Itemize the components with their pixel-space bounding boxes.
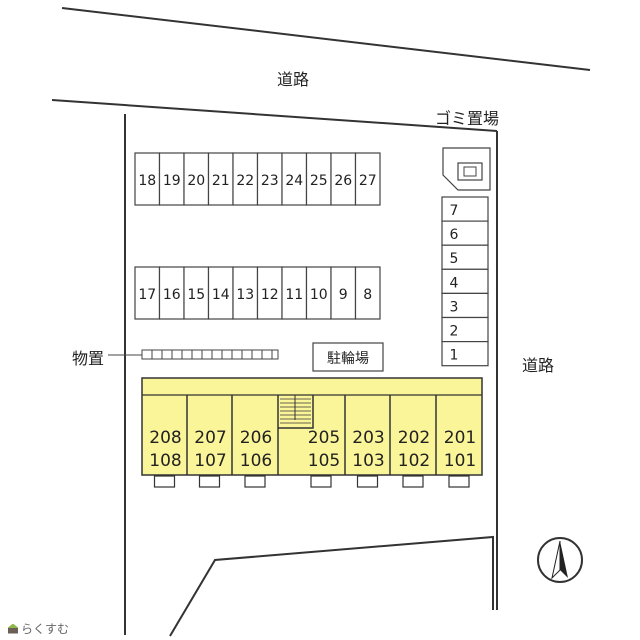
balcony (153, 475, 176, 488)
parking-space (441, 316, 489, 343)
north-arrow-icon (537, 537, 583, 583)
road-edge-top (61, 7, 591, 71)
parking-space-number: 10 (310, 287, 328, 303)
parking-space-number: 13 (236, 287, 254, 303)
brand-name: らくすむ (21, 622, 70, 636)
balcony (356, 475, 379, 488)
unit-number-lower: 102 (398, 451, 430, 471)
balcony (402, 475, 424, 488)
parking-space-number: 14 (212, 287, 230, 303)
parking-space (441, 244, 489, 270)
unit-number-upper: 206 (240, 428, 272, 448)
brand-logo: らくすむ (8, 620, 69, 637)
parking-space (330, 266, 357, 320)
parking-space (256, 266, 283, 320)
parking-row-top: 18 19 20 21 22 23 24 25 26 27 (134, 152, 381, 206)
parking-space (354, 152, 381, 206)
unit-number-upper: 208 (149, 428, 181, 448)
parking-space-number: 9 (339, 287, 348, 303)
parking-space-number: 2 (450, 324, 459, 340)
parking-space-number: 27 (359, 173, 377, 189)
parking-column-right: 7 6 5 4 3 2 1 (441, 196, 489, 367)
balcony (244, 475, 266, 488)
parking-space-number: 22 (236, 173, 254, 189)
parking-space-number: 25 (310, 173, 328, 189)
garbage-bin-inner (463, 166, 477, 177)
unit-number-lower: 103 (352, 451, 384, 471)
unit-number-lower: 108 (149, 451, 181, 471)
parking-space (281, 266, 308, 320)
parking-space-number: 3 (450, 299, 459, 315)
unit-number-lower: 101 (444, 451, 476, 471)
unit-number-upper: 201 (444, 428, 476, 448)
parking-space-number: 7 (450, 203, 459, 219)
parking-space-number: 16 (163, 287, 181, 303)
parking-space-number: 11 (285, 287, 303, 303)
parking-space-number: 12 (261, 287, 279, 303)
parking-space-number: 5 (450, 251, 459, 267)
apartment-building: 208 108 207 107 206 106 205 105 203 103 202 102 201 1… (141, 377, 483, 488)
parking-space (281, 152, 308, 206)
parking-space-number: 15 (187, 287, 205, 303)
unit-number-upper: 207 (194, 428, 226, 448)
parking-space (134, 266, 161, 320)
storage-outline (141, 349, 279, 360)
parking-space (305, 152, 332, 206)
balcony (310, 475, 332, 488)
parking-space (207, 266, 234, 320)
parking-space-number: 21 (212, 173, 230, 189)
parking-space (207, 152, 234, 206)
parking-space-number: 23 (261, 173, 279, 189)
parking-space (183, 152, 210, 206)
bicycle-parking-area (312, 342, 384, 372)
parking-space (158, 266, 185, 320)
parking-space-number: 19 (163, 173, 181, 189)
parking-space-number: 4 (450, 275, 459, 291)
parking-space (441, 268, 489, 294)
parking-space (232, 266, 259, 320)
balcony (448, 475, 470, 488)
parking-space-number: 24 (285, 173, 303, 189)
parking-space (232, 152, 259, 206)
parking-space-number: 8 (363, 287, 372, 303)
parking-space (158, 152, 185, 206)
building-outline (141, 377, 483, 476)
site-boundary-bottom (169, 535, 494, 637)
house-icon (8, 623, 18, 634)
road-label-right: 道路 (522, 356, 554, 375)
unit-number-upper: 202 (398, 428, 430, 448)
unit-number-lower: 107 (194, 451, 226, 471)
garbage-label: ゴミ置場 (435, 109, 499, 128)
road-label-top: 道路 (277, 70, 309, 89)
parking-space-number: 17 (138, 287, 156, 303)
unit-number-upper: 205 (308, 428, 340, 448)
parking-space-number: 26 (334, 173, 352, 189)
balcony (198, 475, 221, 488)
parking-space (354, 266, 381, 320)
storage-shed (141, 349, 279, 360)
unit-number-lower: 105 (308, 451, 340, 471)
parking-space (256, 152, 283, 206)
storage-label: 物置 (72, 349, 104, 368)
stairwell (278, 395, 314, 429)
parking-space (441, 341, 489, 367)
unit-number-lower: 106 (240, 451, 272, 471)
site-boundary-top (51, 99, 498, 132)
parking-space-number: 20 (187, 173, 205, 189)
unit-number-upper: 203 (352, 428, 384, 448)
parking-space-number: 18 (138, 173, 156, 189)
parking-space (441, 196, 489, 222)
bicycle-parking-label: 駐輪場 (327, 350, 369, 367)
parking-space-number: 1 (450, 348, 459, 364)
parking-space (305, 266, 332, 320)
parking-space-number: 6 (450, 227, 459, 243)
